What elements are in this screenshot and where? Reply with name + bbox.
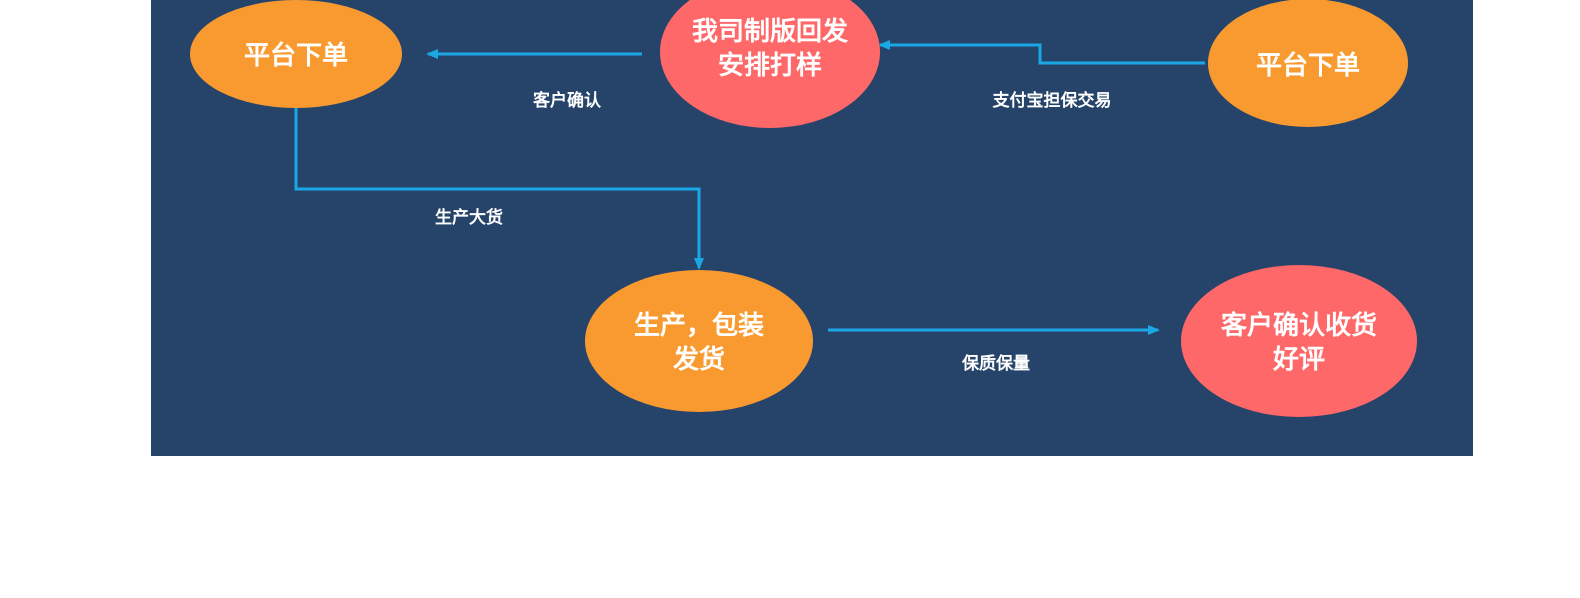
node-produce-pack-ship: 生产，包装 发货	[585, 270, 813, 412]
node-label-line2: 安排打样	[718, 50, 822, 81]
node-label-line2: 好评	[1272, 345, 1325, 375]
node-platform-order-right: 平台下单	[1208, 0, 1408, 127]
edge-label-alipay: 支付宝担保交易	[993, 90, 1112, 111]
edge-alipay-arrow	[878, 40, 1205, 65]
node-label-line1: 生产，包装	[634, 310, 764, 341]
edge-mass-production-arrow	[294, 108, 704, 270]
node-label: 平台下单	[1256, 50, 1360, 81]
node-label: 平台下单	[244, 40, 348, 71]
node-sample-making: 我司制版回发 安排打样	[660, 0, 880, 128]
node-customer-confirm-receipt: 客户确认收货 好评	[1181, 265, 1417, 417]
node-label-line1: 我司制版回发	[692, 16, 848, 47]
node-label-line1: 客户确认收货	[1221, 310, 1377, 341]
edge-label-customer-confirm: 客户确认	[532, 90, 602, 111]
edge-label-quality: 保质保量	[961, 353, 1030, 374]
node-platform-order-left: 平台下单	[190, 0, 402, 108]
edge-label-mass-production: 生产大货	[435, 207, 503, 228]
node-label-line2: 发货	[672, 344, 725, 375]
